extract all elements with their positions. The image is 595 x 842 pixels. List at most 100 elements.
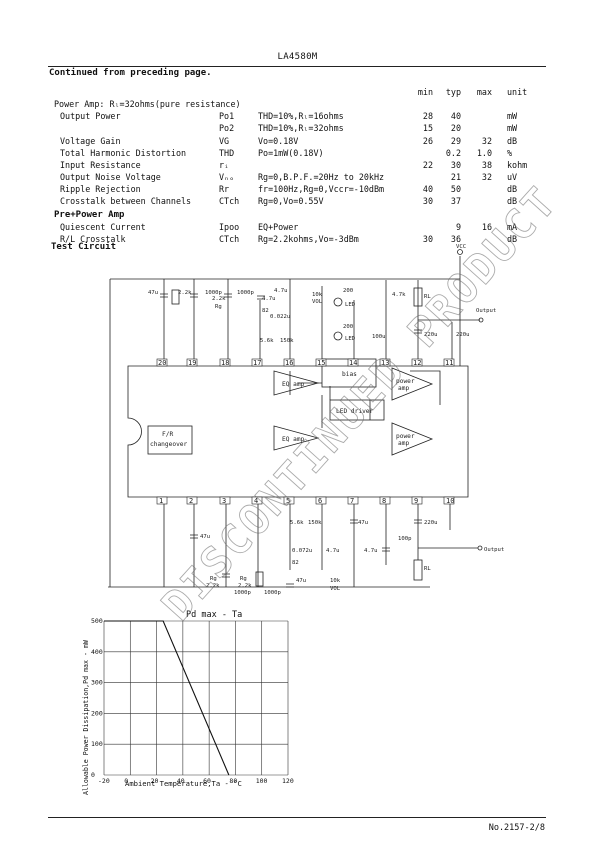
spec-param: Quiescent Current bbox=[60, 222, 146, 232]
label-47u-bottom-b: 47u bbox=[296, 578, 306, 584]
spec-sym: Ipoo bbox=[219, 222, 240, 232]
label-47u-bottom-c: 47u bbox=[358, 520, 368, 526]
spec-row: Output Noise Voltage Vₙₒ Rg=0,B.P.F.=20Hz … bbox=[0, 172, 595, 184]
col-min: min bbox=[417, 87, 433, 97]
top-pin-label: 17 bbox=[253, 359, 261, 367]
label-82-bottom: 82 bbox=[292, 560, 299, 566]
ic-package bbox=[127, 365, 469, 498]
chart-x-tick: 100 bbox=[256, 777, 268, 785]
top-pin-label: 11 bbox=[445, 359, 453, 367]
top-pin-box bbox=[443, 358, 455, 367]
bias-label: bias bbox=[342, 371, 357, 378]
fr-label-2: changeover bbox=[150, 441, 188, 448]
label-220u-top: 220u bbox=[424, 332, 437, 338]
top-pin-box bbox=[347, 358, 359, 367]
bottom-pin-box bbox=[283, 496, 295, 505]
eq-amp-top-label: EQ amp bbox=[282, 381, 305, 388]
chart-title: Pd max - Ta bbox=[186, 610, 242, 620]
spec-param: R/L Crosstalk bbox=[60, 234, 126, 244]
label-1000p-bottom-b: 1000p bbox=[264, 590, 281, 596]
fr-label-1: F/R bbox=[162, 431, 173, 438]
test-circuit-title: Test Circuit bbox=[51, 242, 117, 252]
spec-cond: THD=10%,Rₗ=32ohms bbox=[258, 123, 344, 133]
continued-note: Continued from preceding page. bbox=[49, 68, 212, 78]
spec-cond: Po=1mW(0.18V) bbox=[258, 148, 324, 158]
bottom-pin-label: 10 bbox=[446, 497, 454, 505]
eq-amp-bottom-label: EQ amp bbox=[282, 436, 305, 443]
bottom-pin-label: 9 bbox=[414, 497, 418, 505]
spec-min: 22 bbox=[422, 160, 433, 170]
bottom-pin-label: 5 bbox=[286, 497, 290, 505]
spec-typ: 37 bbox=[450, 196, 461, 206]
power-amp-bottom-label-1: power bbox=[396, 433, 415, 440]
spec-unit: mW bbox=[507, 123, 518, 133]
spec-row: Pre+Power Amp bbox=[0, 210, 595, 222]
footer-rule bbox=[48, 817, 546, 818]
spec-typ: 40 bbox=[450, 111, 461, 121]
top-pin-label: 19 bbox=[188, 359, 196, 367]
spec-sym: Vₙₒ bbox=[219, 172, 235, 182]
label-rg-top: Rg bbox=[215, 304, 222, 310]
label-200-b: 200 bbox=[343, 324, 353, 330]
label-vol-bottom: VOL bbox=[330, 586, 341, 592]
spec-param: Crosstalk between Channels bbox=[60, 196, 192, 206]
spec-unit: mW bbox=[507, 111, 518, 121]
spec-unit: dB bbox=[507, 136, 518, 146]
bottom-pin-label: 8 bbox=[382, 497, 386, 505]
bottom-pin-label: 1 bbox=[159, 497, 163, 505]
col-unit: unit bbox=[507, 87, 528, 97]
bottom-pin-box bbox=[443, 496, 455, 505]
label-150k-bottom: 150k bbox=[308, 520, 322, 526]
spec-typ: 9 bbox=[455, 222, 461, 232]
label-4-7u-bottom-a: 4.7u bbox=[326, 548, 339, 554]
spec-header-row: min typ max unit bbox=[0, 87, 595, 99]
spec-min: 40 bbox=[422, 184, 433, 194]
label-100u: 100u bbox=[372, 334, 385, 340]
spec-unit: dB bbox=[507, 196, 518, 206]
spec-cond: Vo=0.18V bbox=[258, 136, 299, 146]
top-pin-label: 20 bbox=[158, 359, 166, 367]
bottom-pin-box bbox=[315, 496, 327, 505]
pd-max-chart: Pd max - Ta Ambient Temperature,Ta - °C … bbox=[82, 610, 294, 795]
chart-y-tick: 200 bbox=[91, 709, 103, 717]
spec-cond: Rg=0,B.P.F.=20Hz to 20kHz bbox=[258, 172, 385, 182]
spec-typ: 29 bbox=[450, 136, 461, 146]
bottom-pin-box bbox=[156, 496, 168, 505]
label-0-022u: 0.022u bbox=[270, 314, 290, 320]
discontinued-watermark: DISCONTINUED PRODUCT bbox=[152, 176, 568, 630]
top-pin-box bbox=[219, 358, 231, 367]
label-1000p-bottom-a: 1000p bbox=[234, 590, 251, 596]
top-pin-label: 12 bbox=[413, 359, 421, 367]
spec-param: Output Noise Voltage bbox=[60, 172, 161, 182]
spec-unit: % bbox=[507, 148, 513, 158]
bottom-pin-box bbox=[347, 496, 359, 505]
power-amp-top-label-1: power bbox=[396, 378, 415, 385]
label-1000p-b: 1000p bbox=[237, 290, 254, 296]
bottom-pin-label: 4 bbox=[254, 497, 258, 505]
spec-row: Power Amp: Rₗ=32ohms(pure resistance) bbox=[0, 99, 595, 111]
spec-min: 15 bbox=[422, 123, 433, 133]
chart-y-tick: 0 bbox=[91, 771, 95, 779]
label-2-2k-b: 2.2k bbox=[212, 296, 226, 302]
pd-series-line bbox=[104, 620, 230, 776]
chart-x-tick: 20 bbox=[151, 777, 159, 785]
bottom-pin-box bbox=[251, 496, 263, 505]
col-typ: typ bbox=[445, 87, 461, 97]
bottom-pin-box bbox=[411, 496, 423, 505]
label-vol-top: VOL bbox=[312, 299, 323, 305]
spec-param: Ripple Rejection bbox=[60, 184, 141, 194]
spec-sym: CTch bbox=[219, 234, 240, 244]
spec-param: Power Amp: Rₗ=32ohms(pure resistance) bbox=[54, 99, 241, 109]
chart-y-tick: 500 bbox=[91, 617, 103, 625]
top-pin-box bbox=[251, 358, 263, 367]
chart-x-tick: 40 bbox=[177, 777, 185, 785]
